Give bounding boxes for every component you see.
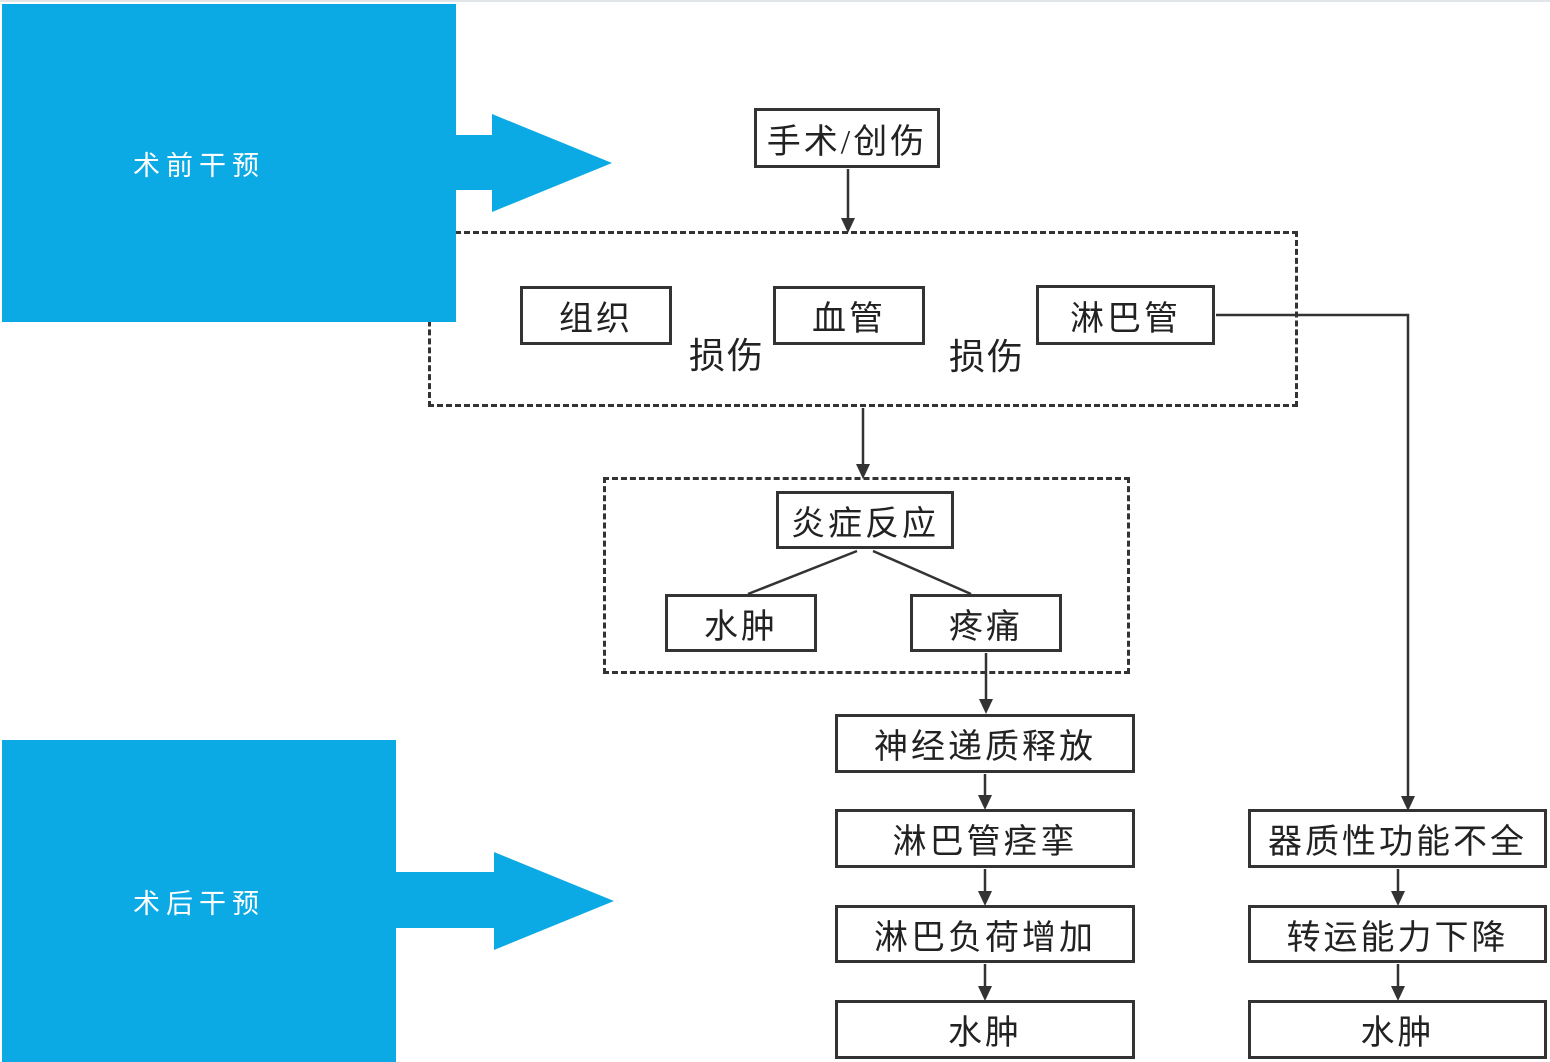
node-lymphatic-vessel: 淋巴管 <box>1036 285 1215 345</box>
arrow-pain-to-neurotransmitter <box>979 653 993 714</box>
arrow-surgery-to-injury <box>841 169 855 233</box>
node-lymphatic-spasm-label: 淋巴管痉挛 <box>892 824 1078 861</box>
node-edema-right-label: 水肿 <box>1360 1015 1435 1052</box>
node-transport-capacity-decline: 转运能力下降 <box>1248 905 1547 963</box>
node-edema-inflammation: 水肿 <box>665 594 817 652</box>
inflammation-group-box <box>603 477 1130 674</box>
node-tissue-label: 组织 <box>559 301 633 338</box>
arrow-injury-to-inflammation <box>856 408 870 479</box>
node-edema-right: 水肿 <box>1248 1000 1547 1059</box>
node-lymphatic-spasm: 淋巴管痉挛 <box>835 809 1135 868</box>
preop-intervention-block: 术前干预 <box>2 4 456 322</box>
branch-inflammation-to-pain <box>872 549 972 596</box>
arrow-neurotransmitter-to-spasm <box>978 774 992 810</box>
branch-inflammation-to-edema <box>747 549 858 596</box>
node-lymphatic-load-increase: 淋巴负荷增加 <box>835 905 1135 963</box>
node-edema-inflammation-label: 水肿 <box>704 608 778 646</box>
arrow-transport-to-edema <box>1391 964 1405 1001</box>
arrow-lymphatic-to-dysfunction <box>1216 313 1415 811</box>
node-edema-middle: 水肿 <box>835 1000 1135 1059</box>
node-transport-capacity-decline-label: 转运能力下降 <box>1286 919 1509 957</box>
postop-intervention-label: 术后干预 <box>133 888 265 919</box>
node-pain-label: 疼痛 <box>949 608 1023 646</box>
injury-label-left: 损伤 <box>688 336 766 376</box>
arrow-load-to-edema <box>978 964 992 1001</box>
node-inflammation: 炎症反应 <box>776 491 954 549</box>
node-neurotransmitter-release-label: 神经递质释放 <box>874 729 1096 766</box>
node-inflammation-label: 炎症反应 <box>791 505 939 543</box>
arrow-dysfunction-to-transport <box>1391 869 1405 906</box>
node-blood-vessel-label: 血管 <box>812 301 886 338</box>
node-tissue: 组织 <box>520 286 672 345</box>
preop-arrow-icon <box>396 114 612 212</box>
postop-arrow-icon <box>396 852 614 950</box>
node-edema-middle-label: 水肿 <box>948 1015 1022 1052</box>
node-organic-dysfunction-label: 器质性功能不全 <box>1268 824 1527 861</box>
injury-label-right: 损伤 <box>948 337 1026 377</box>
postop-intervention-block: 术后干预 <box>2 740 396 1062</box>
node-lymphatic-vessel-label: 淋巴管 <box>1070 300 1181 338</box>
node-neurotransmitter-release: 神经递质释放 <box>835 714 1135 773</box>
node-surgery-trauma-label: 手术/创伤 <box>766 123 928 161</box>
node-pain: 疼痛 <box>910 594 1062 652</box>
node-lymphatic-load-increase-label: 淋巴负荷增加 <box>874 919 1096 957</box>
node-blood-vessel: 血管 <box>773 286 925 345</box>
node-organic-dysfunction: 器质性功能不全 <box>1248 809 1547 868</box>
node-surgery-trauma: 手术/创伤 <box>754 108 940 168</box>
arrow-spasm-to-load <box>978 869 992 906</box>
preop-intervention-label: 术前干预 <box>133 150 265 181</box>
